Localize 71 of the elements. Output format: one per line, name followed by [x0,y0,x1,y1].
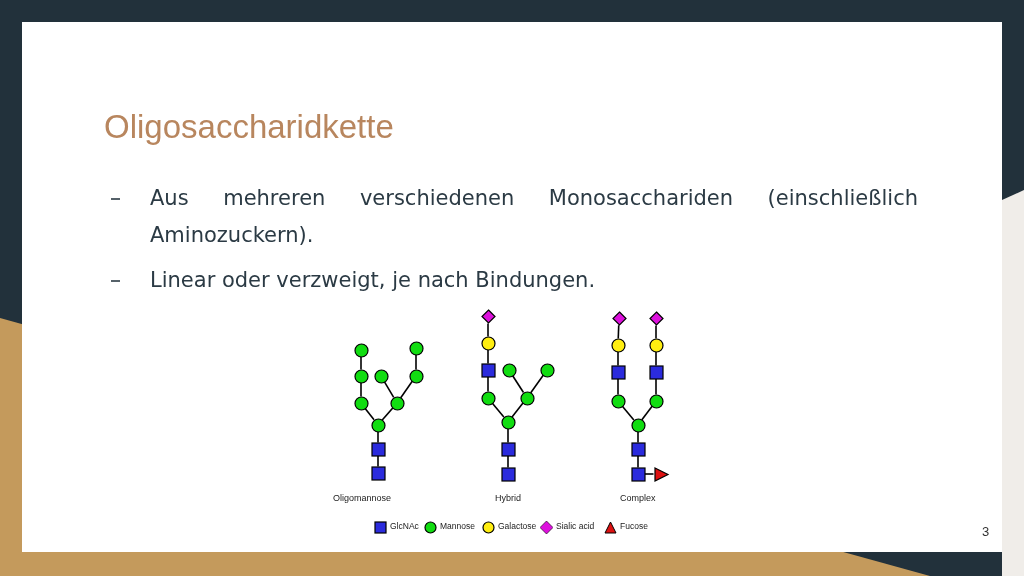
legend-label: Mannose [440,521,475,531]
square-symbol [370,441,386,457]
circle-symbol [648,337,664,353]
diamond-symbol [480,308,496,324]
circle-symbol [539,362,555,378]
circle-symbol [480,390,496,406]
circle-symbol [370,417,386,433]
linkage-line [621,405,635,421]
circle-symbol [353,368,369,384]
linkage-line [381,407,394,421]
linkage-line [507,454,509,469]
linkage-line [655,377,657,396]
square-symbol [648,364,664,380]
glycan-caption: Oligomannose [333,493,392,503]
circle-symbol [408,368,424,384]
linkage-line [643,473,655,475]
page-number: 3 [982,524,990,539]
legend-label: GlcNAc [390,521,419,531]
square-symbol [500,466,516,482]
square-symbol [630,466,646,482]
linkage-line [507,427,509,444]
glycan-caption: Complex [620,493,656,503]
bullet-text: Aus mehreren verschiedenen Monosacchariden (einschließlich Aminozuckern). [150,185,918,249]
circle-symbol [373,368,389,384]
circle-symbol [500,414,516,430]
square-symbol [500,441,516,457]
circle-symbol [389,395,405,411]
legend-label: Galactose [498,521,537,531]
linkage-line [415,353,417,371]
diamond-symbol [648,310,664,326]
linkage-line [617,350,619,367]
diamond-symbol [611,310,627,326]
linkage-line [491,402,505,418]
square-symbol [480,362,496,378]
circle-symbol [480,335,496,351]
linkage-line [511,374,525,394]
circle-symbol [501,362,517,378]
linkage-line [360,381,362,398]
linkage-line [487,348,489,365]
linkage-line [530,374,544,394]
linkage-line [377,430,379,444]
linkage-line [637,454,639,469]
linkage-line [360,355,362,371]
linkage-line [641,405,653,421]
circle-symbol [610,393,626,409]
linkage-line [399,380,414,399]
linkage-line [637,430,639,444]
bullet-text: Linear oder verzweigt, je nach Bindungen. [150,267,597,294]
linkage-line [617,377,619,396]
circle-symbol [519,390,535,406]
legend-label: Sialic acid [556,521,595,531]
legend-label: Fucose [620,521,648,531]
linkage-line [377,454,379,468]
linkage-line [487,375,489,393]
linkage-line [511,402,524,418]
glycan-caption: Hybrid [495,493,521,503]
square-symbol [610,364,626,380]
circle-symbol [630,417,646,433]
linkage-line [655,324,657,340]
linkage-line [487,322,489,338]
slide-title: Oligosaccharidkette [104,108,394,146]
circle-symbol [408,340,424,356]
circle-symbol [610,337,626,353]
square-symbol [630,441,646,457]
linkage-line [383,380,395,399]
circle-symbol [353,395,369,411]
square-symbol [370,465,386,481]
circle-symbol [353,342,369,358]
triangle-symbol [653,466,669,482]
linkage-line [655,350,657,367]
circle-symbol [648,393,664,409]
